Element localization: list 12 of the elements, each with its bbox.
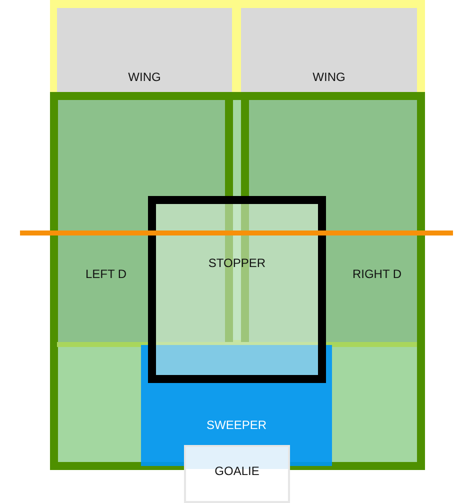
zone-label: LEFT D xyxy=(84,267,128,281)
zone-label: GOALIE xyxy=(214,464,260,478)
sweeper-zone xyxy=(141,345,332,466)
wing-zone xyxy=(241,8,417,92)
zone-label: SWEEPER xyxy=(205,418,268,432)
wing-zone xyxy=(57,8,232,92)
stopper-zone xyxy=(148,196,326,383)
zone-label: WING xyxy=(127,70,162,84)
zone-label: WING xyxy=(312,70,346,84)
goalie-zone xyxy=(184,445,290,503)
zone-label: RIGHT D xyxy=(351,267,403,281)
zone-label: STOPPER xyxy=(207,256,267,270)
